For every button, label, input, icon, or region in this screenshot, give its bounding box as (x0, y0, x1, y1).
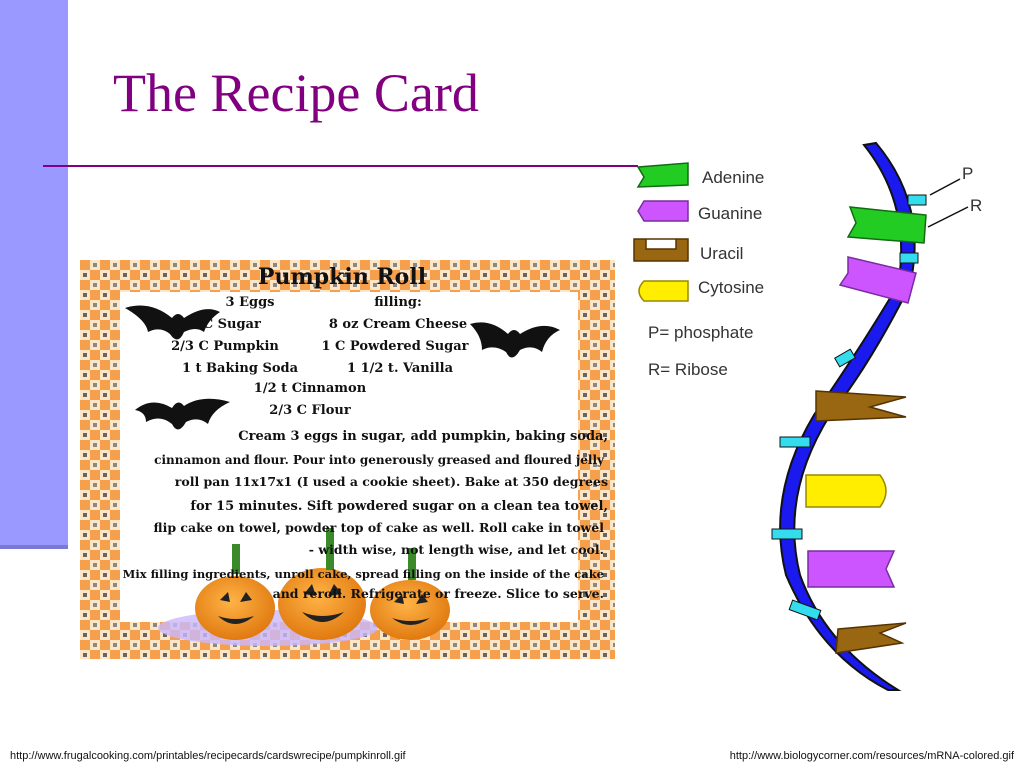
uracil-base (835, 622, 907, 654)
recipe-heading: Pumpkin Roll (258, 264, 426, 290)
label-r: R (970, 196, 982, 215)
phosphate-segment (771, 194, 927, 621)
uracil-base (815, 390, 907, 422)
legend-cytosine: Cytosine (638, 278, 764, 302)
filling-line: 1 1/2 t. Vanilla (347, 361, 454, 376)
legend-adenine: Adenine (636, 162, 764, 188)
pumpkin-icon (278, 528, 366, 640)
pumpkin-icon (195, 544, 275, 640)
guanine-base (838, 256, 917, 304)
instruction-line: roll pan 11x17x1 (I used a cookie sheet)… (175, 474, 608, 489)
instruction-line: flip cake on towel, powder top of cake a… (154, 520, 605, 535)
legend-uracil: Uracil (633, 238, 743, 263)
ingredient-line: 1/2 t Cinnamon (254, 381, 367, 396)
bat-icon (135, 398, 230, 430)
ingredient-line: 2/3 C Flour (269, 403, 351, 418)
legend-label: Adenine (702, 168, 764, 187)
instruction-line: Mix filling ingredients, unroll cake, sp… (123, 567, 604, 581)
legend-label: Uracil (700, 244, 743, 263)
ingredient-line: 2/3 C Pumpkin (171, 339, 279, 354)
legend-label: Cytosine (698, 278, 764, 297)
pumpkin-icon (370, 548, 450, 640)
filling-line: 1 C Powdered Sugar (321, 339, 468, 354)
ingredient-line: 1 t Baking Soda (182, 361, 299, 376)
filling-header: filling: (374, 295, 422, 310)
source-link-recipe[interactable]: http://www.frugalcooking.com/printables/… (10, 750, 406, 762)
source-link-mrna[interactable]: http://www.biologycorner.com/resources/m… (729, 750, 1014, 762)
instruction-line: and reroll. Refrigerate or freeze. Slice… (273, 586, 604, 601)
bat-icon (125, 305, 220, 340)
legend-label: Guanine (698, 204, 762, 223)
ribose-key: R= Ribose (648, 360, 728, 379)
mrna-backbone (779, 141, 916, 691)
guanine-base (807, 550, 896, 588)
adenine-base (846, 206, 927, 244)
ingredient-line: 1 C Sugar (189, 317, 261, 332)
label-p: P (962, 164, 973, 183)
bat-icon (470, 322, 560, 358)
ingredient-line: 3 Eggs (226, 295, 275, 310)
cytosine-base (805, 474, 887, 508)
instruction-line: for 15 minutes. Sift powdered sugar on a… (190, 499, 608, 514)
title-underline (43, 165, 638, 167)
legend-guanine: Guanine (637, 200, 762, 223)
instruction-line: - width wise, not length wise, and let c… (309, 542, 604, 557)
side-accent-bar (0, 0, 68, 548)
recipe-card-image: Pumpkin Roll 3 Eggs 1 C Sugar 2/3 C Pump… (80, 260, 615, 659)
mrna-diagram: Adenine Guanine Uracil Cytosine P= phosp… (633, 141, 982, 691)
slide-title: The Recipe Card (113, 63, 479, 123)
instruction-line: cinnamon and flour. Pour into generously… (154, 453, 605, 467)
side-accent-bar-edge (0, 545, 68, 549)
phosphate-key: P= phosphate (648, 323, 753, 342)
filling-line: 8 oz Cream Cheese (329, 317, 467, 332)
instruction-line: Cream 3 eggs in sugar, add pumpkin, baki… (238, 429, 608, 444)
